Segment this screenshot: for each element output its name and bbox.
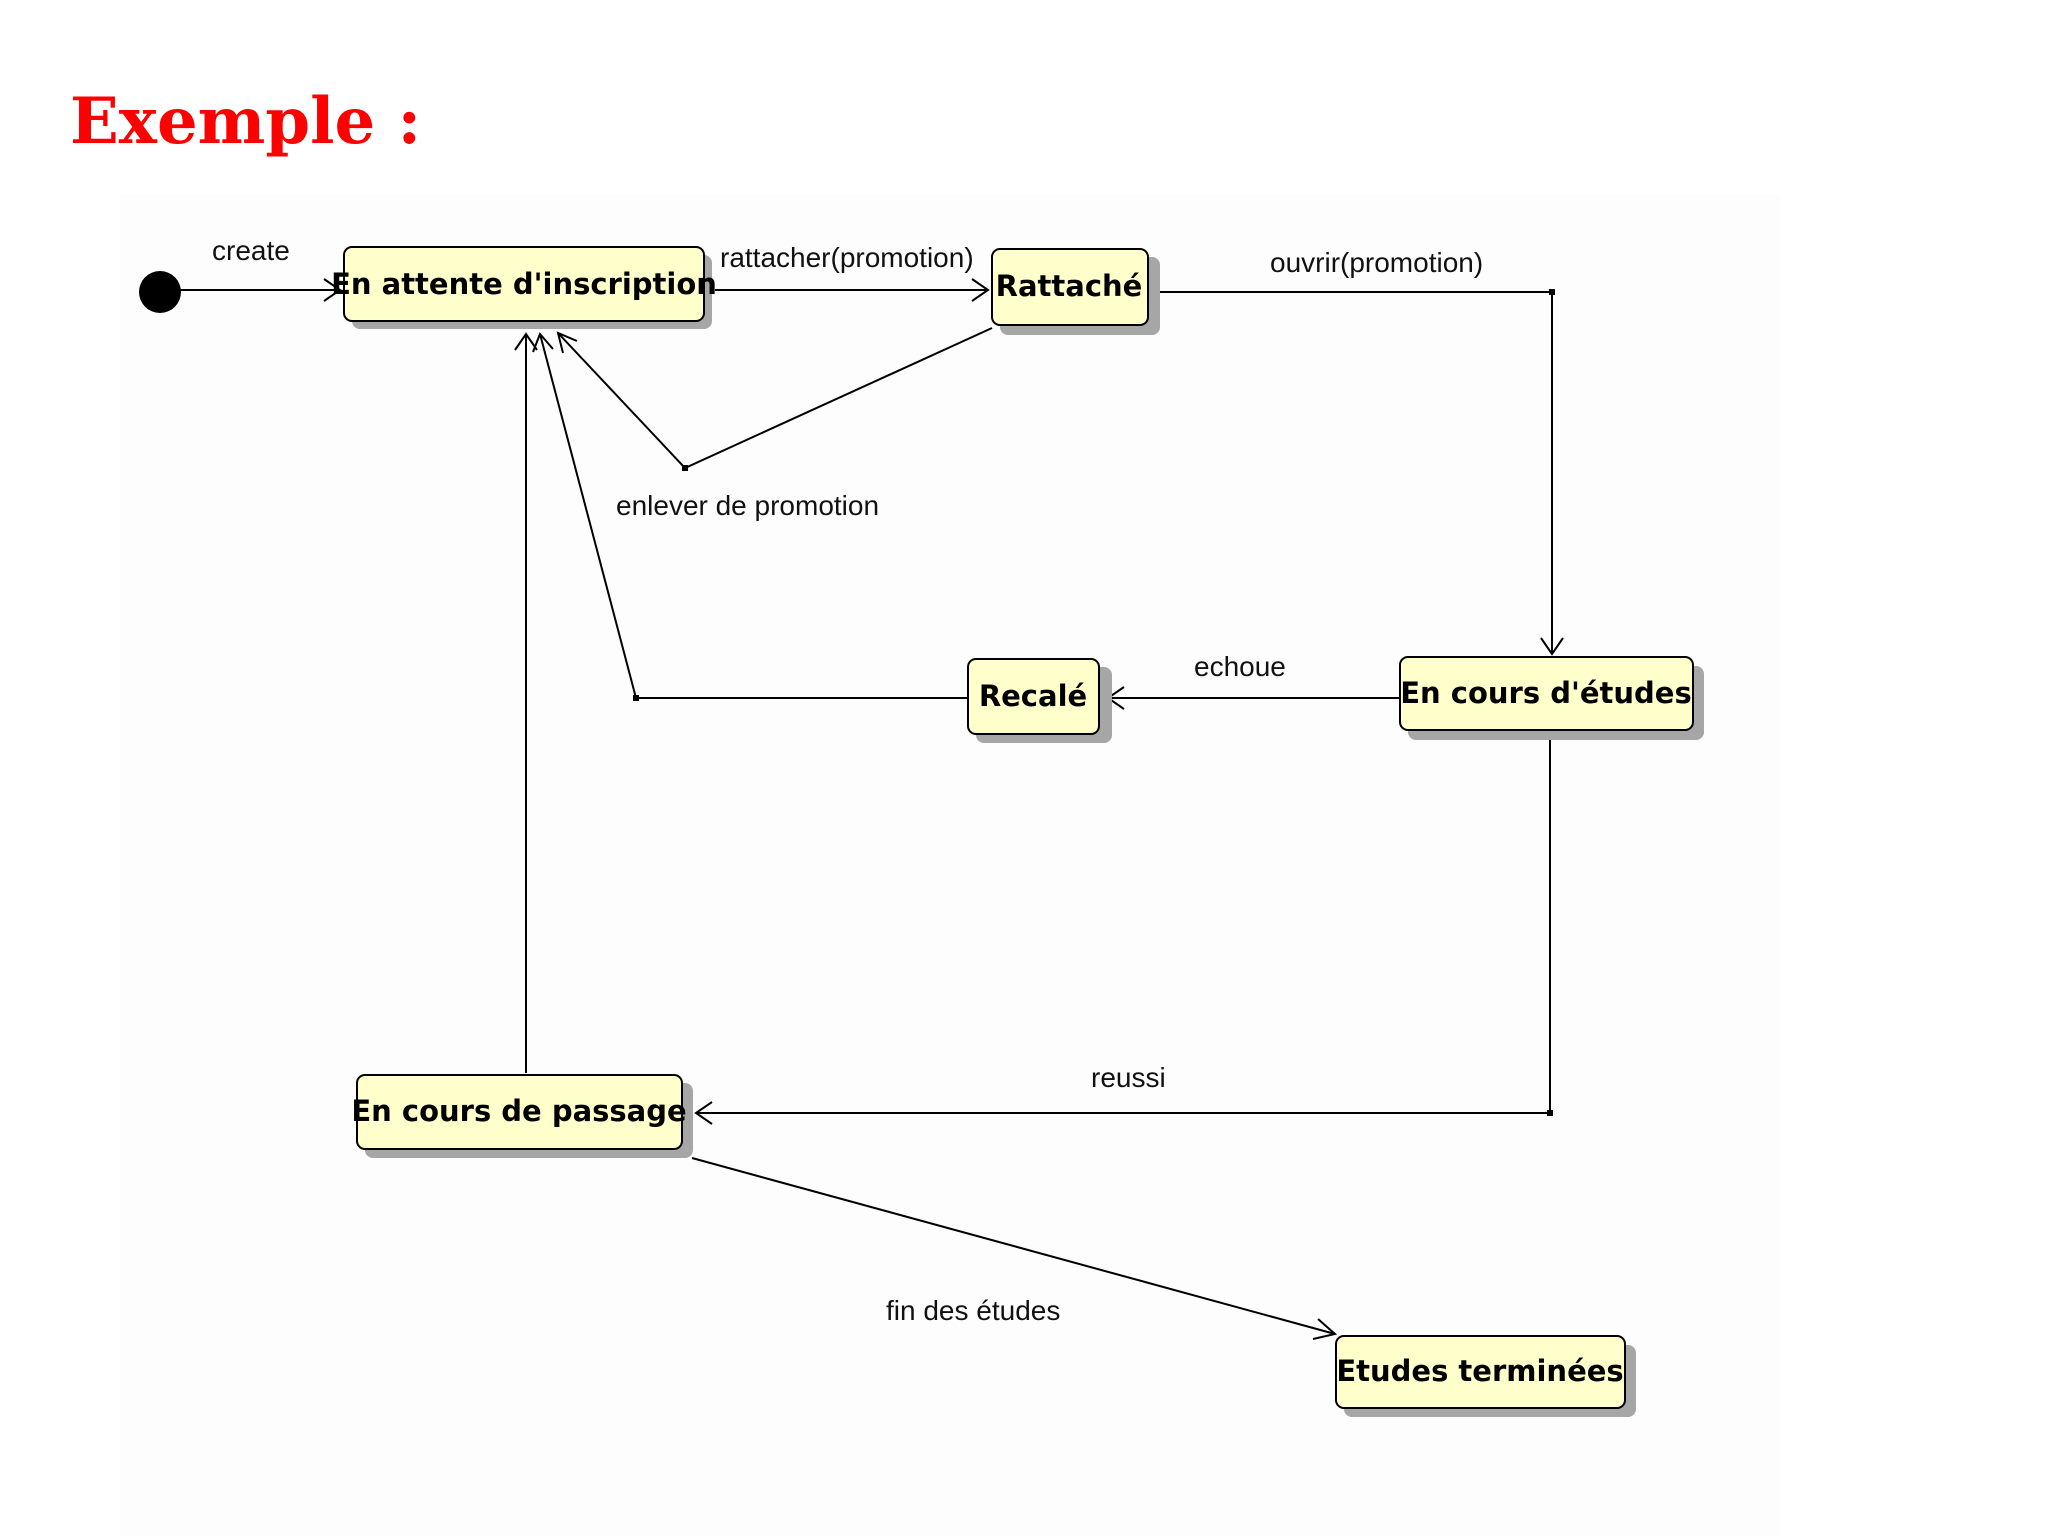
diagram-background	[120, 195, 1780, 1536]
label-fin: fin des études	[886, 1295, 1060, 1326]
label-rattacher: rattacher(promotion)	[720, 242, 974, 273]
state-label: Etudes terminées	[1336, 1354, 1623, 1388]
state-en-cours-etudes[interactable]: En cours d'études	[1399, 656, 1704, 740]
label-enlever: enlever de promotion	[616, 490, 879, 521]
label-reussi: reussi	[1091, 1062, 1166, 1093]
transition-enlever	[556, 327, 993, 471]
state-rattache[interactable]: Rattaché	[991, 248, 1160, 335]
state-en-cours-passage[interactable]: En cours de passage	[351, 1074, 693, 1158]
transition-fin	[691, 1157, 1338, 1340]
initial-state-dot	[139, 271, 181, 313]
state-label: Rattaché	[996, 269, 1143, 303]
label-echoue: echoue	[1194, 651, 1286, 682]
label-create: create	[212, 235, 290, 266]
state-recale[interactable]: Recalé	[967, 658, 1112, 743]
label-ouvrir: ouvrir(promotion)	[1270, 247, 1483, 278]
state-en-attente-inscription[interactable]: En attente d'inscription	[331, 246, 717, 329]
slide-title: Exemple :	[70, 84, 422, 159]
state-etudes-terminees[interactable]: Etudes terminées	[1335, 1335, 1636, 1417]
state-label: En cours d'études	[1400, 676, 1691, 710]
transition-passage-retour	[514, 332, 538, 1073]
state-label: En cours de passage	[351, 1094, 686, 1128]
transition-reussi	[694, 738, 1553, 1125]
transition-rattacher	[715, 278, 990, 302]
state-label: En attente d'inscription	[331, 267, 717, 301]
transition-create	[162, 278, 342, 302]
transition-echoue	[1106, 686, 1400, 710]
transition-ouvrir	[1158, 289, 1564, 656]
state-label: Recalé	[979, 679, 1087, 713]
